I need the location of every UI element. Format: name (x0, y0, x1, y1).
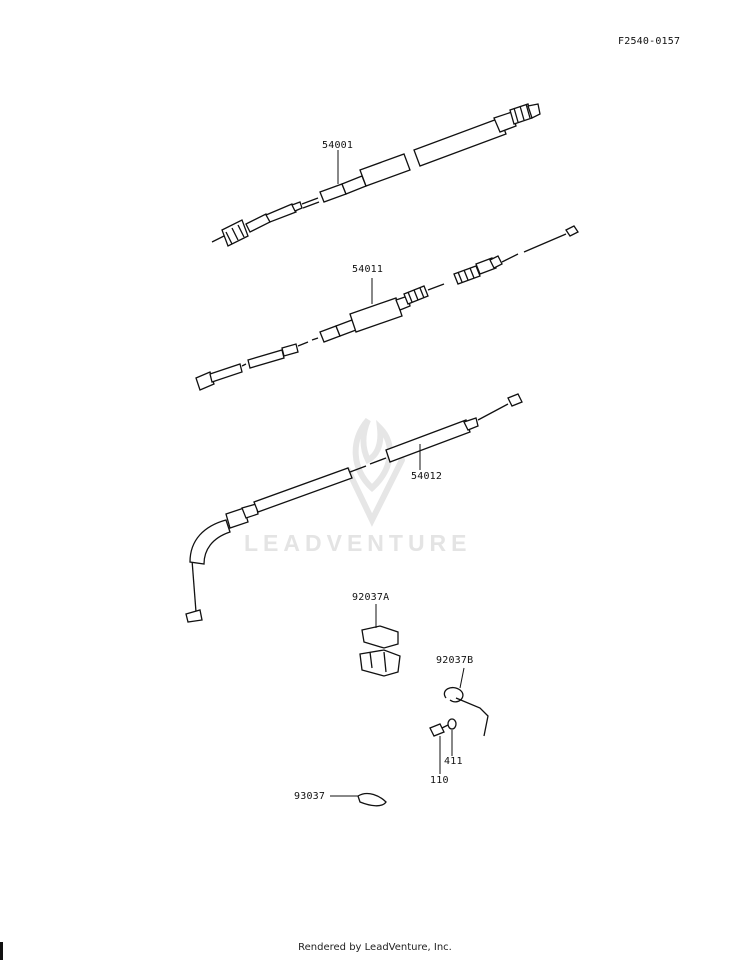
clutch-cable[interactable] (185, 393, 523, 623)
speedometer-cable[interactable] (211, 103, 541, 247)
band-93037[interactable] (330, 792, 387, 807)
part-label-411[interactable]: 411 (444, 756, 463, 767)
clamp-b[interactable] (443, 667, 489, 737)
edge-mark (0, 942, 3, 960)
watermark-text: LEADVENTURE (244, 530, 472, 556)
part-label-92037b[interactable]: 92037B (436, 655, 474, 666)
throttle-cable[interactable] (195, 225, 579, 391)
part-label-54012[interactable]: 54012 (411, 471, 443, 482)
washer-411[interactable] (447, 718, 457, 756)
watermark-logo (345, 417, 405, 527)
footer-credit: Rendered by LeadVenture, Inc. (298, 942, 452, 953)
part-label-93037[interactable]: 93037 (294, 791, 326, 802)
part-label-92037a[interactable]: 92037A (352, 592, 390, 603)
clamp-a[interactable] (359, 604, 401, 677)
part-label-54001[interactable]: 54001 (322, 140, 354, 151)
diagram-code: F2540-0157 (618, 36, 681, 47)
part-label-110[interactable]: 110 (430, 775, 449, 786)
part-label-54011[interactable]: 54011 (352, 264, 384, 275)
bolt-110[interactable] (429, 723, 451, 774)
